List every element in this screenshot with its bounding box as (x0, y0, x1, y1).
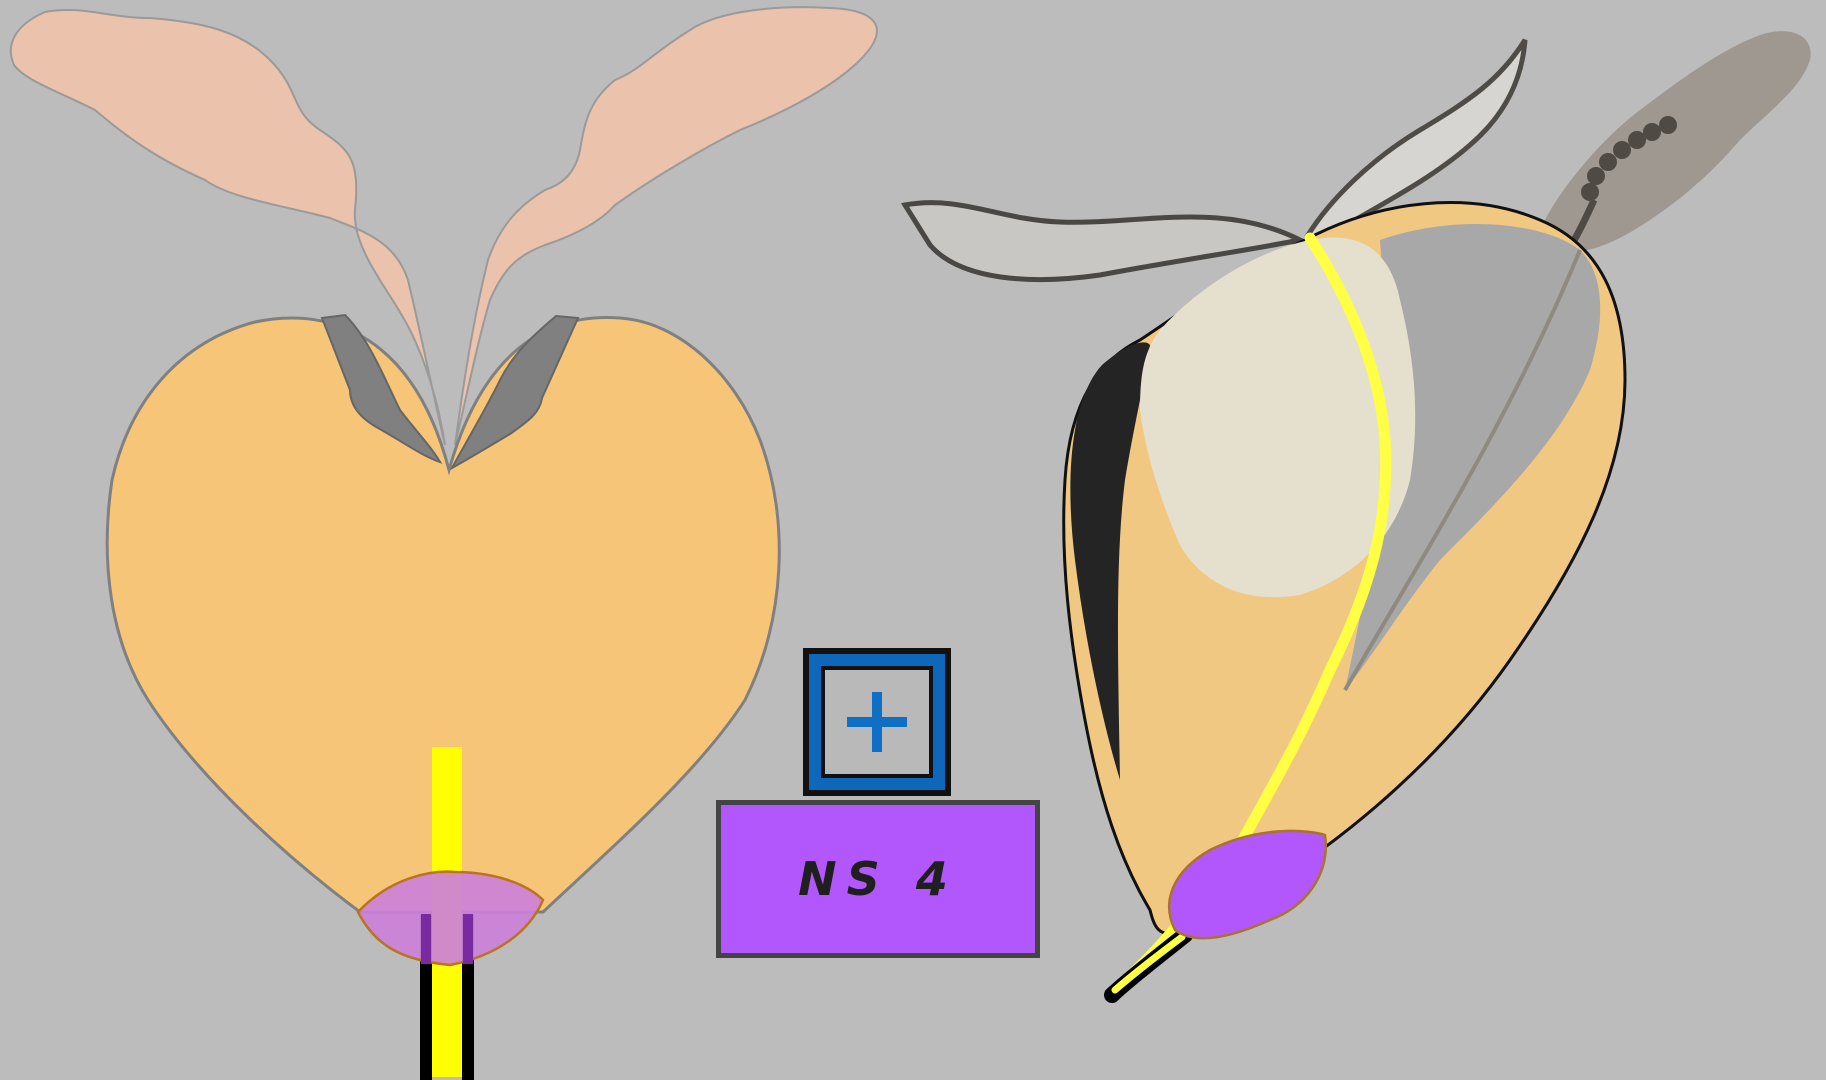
apex-duct-right (463, 914, 473, 964)
add-button-frame (821, 666, 933, 778)
ns-label-text: NS 4 (798, 852, 958, 906)
sagittal-view (905, 31, 1811, 995)
ns-label-box: NS 4 (716, 800, 1040, 958)
apex-duct-left (421, 914, 431, 964)
sagittal-catheter-core (1115, 937, 1182, 990)
plus-icon-vertical (872, 692, 882, 752)
add-button[interactable] (803, 648, 951, 796)
